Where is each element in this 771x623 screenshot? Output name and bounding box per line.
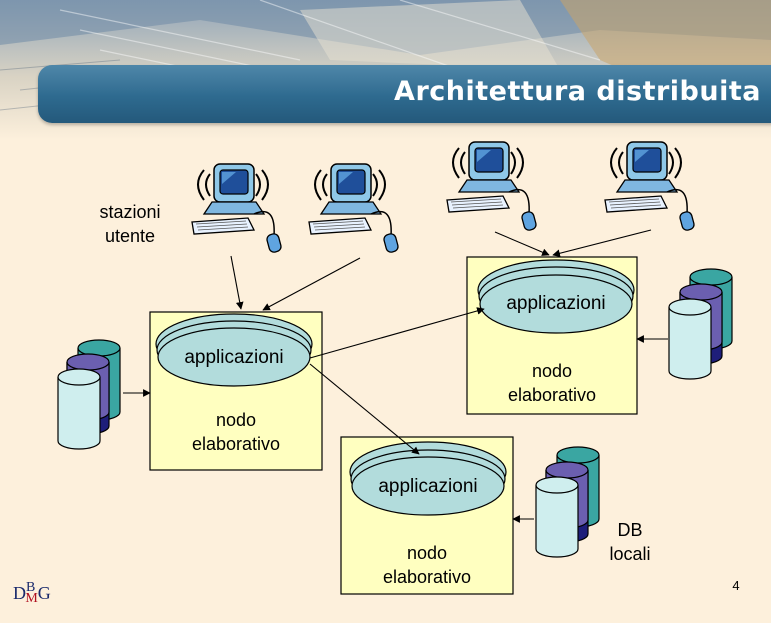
title-bar: Architettura distribuita — [38, 65, 771, 123]
node-3-app-label: applicazioni — [378, 476, 478, 497]
applications-disc — [477, 259, 635, 334]
computer-icon — [308, 163, 401, 255]
arrow — [262, 257, 361, 311]
arrow — [309, 363, 420, 455]
page-number: 4 — [732, 578, 740, 593]
arrow — [230, 255, 244, 310]
node-1-label-line1: nodo — [215, 410, 257, 430]
logo-m: M — [25, 591, 38, 606]
applications-disc — [349, 441, 507, 516]
logo-d: D — [13, 583, 26, 603]
stations-label-line2: utente — [104, 226, 156, 246]
arrow — [552, 229, 652, 258]
node-2-label-line2: elaborativo — [507, 385, 597, 405]
node-3-label: nodo elaborativo — [341, 541, 513, 589]
node-2-app-label: applicazioni — [506, 293, 606, 314]
node-3-label-line1: nodo — [406, 543, 448, 563]
stations-label: stazioni utente — [90, 200, 170, 248]
dbmg-logo: DBMG — [13, 580, 51, 606]
stations-label-line1: stazioni — [99, 202, 161, 222]
database-stack-icon — [57, 339, 121, 450]
node-1-app-label: applicazioni — [184, 347, 284, 368]
node-1-label: nodo elaborativo — [150, 408, 322, 456]
local-db-label-line2: locali — [609, 544, 651, 564]
slide-title: Architettura distribuita — [394, 76, 761, 107]
computer-icon — [191, 163, 284, 255]
node-1-label-line2: elaborativo — [191, 434, 281, 454]
logo-b: B — [26, 580, 36, 595]
arrow — [309, 307, 485, 359]
local-db-label-line1: DB — [617, 520, 643, 540]
node-2-label: nodo elaborativo — [467, 359, 637, 407]
node-3-label-line2: elaborativo — [382, 567, 472, 587]
applications-disc — [155, 313, 313, 387]
logo-g: G — [37, 583, 51, 603]
arrow — [494, 231, 550, 256]
local-db-label: DB locali — [600, 518, 660, 566]
computer-icon — [446, 141, 539, 233]
node-2-label-line1: nodo — [531, 361, 573, 381]
database-stack-icon — [535, 446, 600, 558]
computer-icon — [604, 141, 697, 233]
database-stack-icon — [668, 268, 733, 380]
